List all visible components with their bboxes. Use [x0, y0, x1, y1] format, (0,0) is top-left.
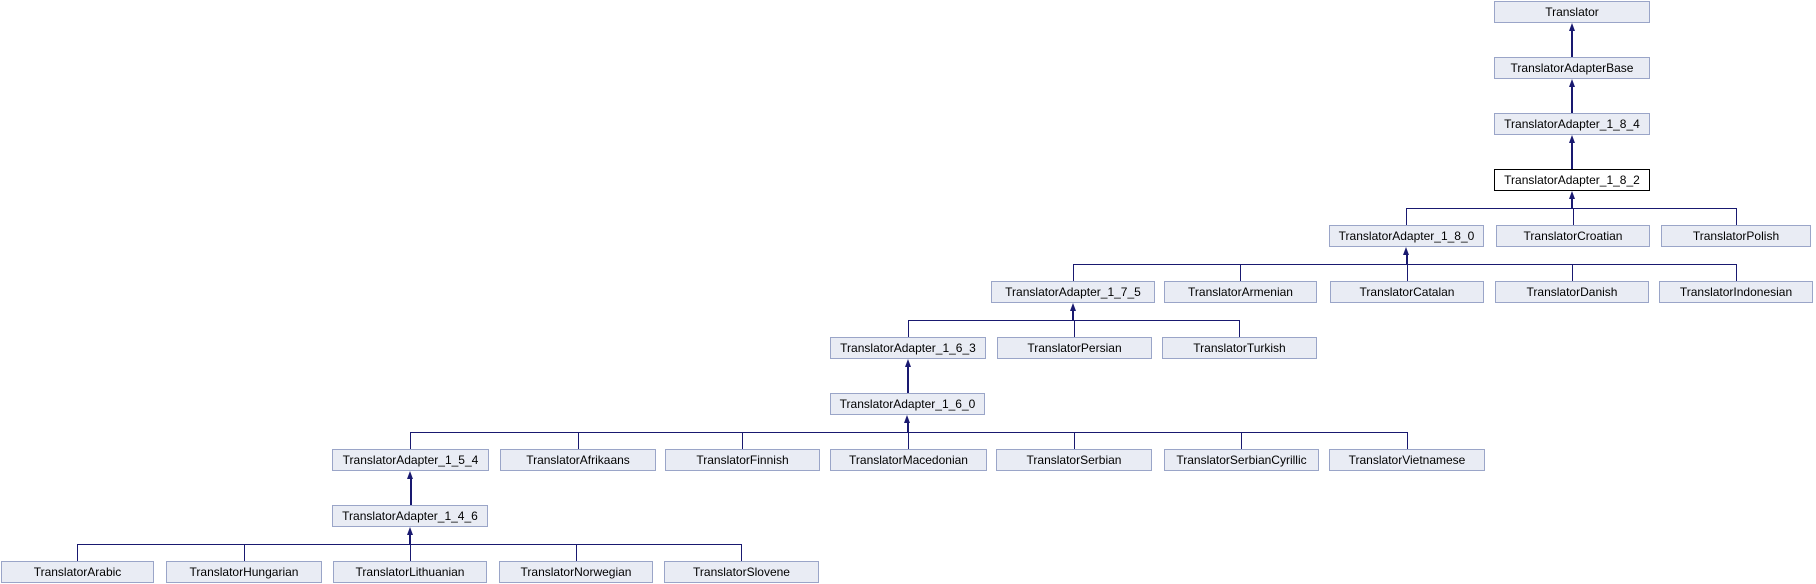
edge-line-vertical	[1073, 432, 1075, 449]
inheritance-arrowhead-icon	[1568, 191, 1575, 199]
class-node-serbiancyrillic[interactable]: TranslatorSerbianCyrillic	[1164, 449, 1319, 471]
edge-line-vertical	[1406, 264, 1408, 281]
edge-line-vertical	[907, 320, 909, 337]
class-node-armenian[interactable]: TranslatorArmenian	[1164, 281, 1317, 303]
inheritance-arrowhead-icon	[1568, 135, 1575, 143]
inheritance-arrowhead-icon	[1568, 23, 1575, 31]
inheritance-arrowhead-icon	[1568, 79, 1575, 87]
class-node-a182: TranslatorAdapter_1_8_2	[1494, 169, 1650, 191]
class-node-persian[interactable]: TranslatorPersian	[997, 337, 1152, 359]
class-node-slovene[interactable]: TranslatorSlovene	[664, 561, 819, 583]
edge-line-vertical	[1074, 320, 1075, 337]
edge-line-horizontal	[908, 320, 1240, 321]
edge-line-vertical	[577, 432, 579, 449]
edge-line-vertical	[1735, 208, 1737, 225]
edge-line-vertical	[908, 432, 909, 449]
edge-line-vertical	[1735, 264, 1737, 281]
inheritance-arrowhead-icon	[904, 415, 910, 423]
inheritance-arrowhead-icon	[407, 471, 413, 479]
edge-line-vertical	[742, 432, 743, 449]
edge-line-vertical	[409, 544, 411, 561]
class-node-finnish[interactable]: TranslatorFinnish	[665, 449, 820, 471]
class-node-a180[interactable]: TranslatorAdapter_1_8_0	[1329, 225, 1484, 247]
edge-line-vertical	[77, 544, 78, 561]
class-node-a175[interactable]: TranslatorAdapter_1_7_5	[991, 281, 1155, 303]
edge-line-vertical	[906, 422, 909, 432]
edge-line-vertical	[409, 478, 412, 505]
edge-line-vertical	[741, 544, 742, 561]
class-node-a163[interactable]: TranslatorAdapter_1_6_3	[830, 337, 986, 359]
edge-line-vertical	[1406, 208, 1407, 225]
class-node-a146[interactable]: TranslatorAdapter_1_4_6	[332, 505, 488, 527]
edge-line-vertical	[1406, 432, 1408, 449]
class-node-turkish[interactable]: TranslatorTurkish	[1162, 337, 1317, 359]
class-node-lithuanian[interactable]: TranslatorLithuanian	[333, 561, 487, 583]
edge-line-vertical	[243, 544, 245, 561]
edge-line-vertical	[1072, 264, 1074, 281]
edge-line-vertical	[1405, 254, 1408, 264]
class-node-a154[interactable]: TranslatorAdapter_1_5_4	[332, 449, 489, 471]
edge-line-vertical	[1072, 310, 1074, 320]
edge-line-vertical	[1571, 30, 1573, 57]
edge-line-vertical	[1240, 264, 1241, 281]
edge-line-vertical	[575, 544, 577, 561]
inheritance-arrowhead-icon	[904, 359, 911, 367]
class-node-danish[interactable]: TranslatorDanish	[1495, 281, 1649, 303]
class-node-polish[interactable]: TranslatorPolish	[1661, 225, 1811, 247]
edge-line-horizontal	[1073, 264, 1736, 265]
edge-line-vertical	[1572, 208, 1574, 225]
class-node-vietnamese[interactable]: TranslatorVietnamese	[1329, 449, 1485, 471]
class-node-a184[interactable]: TranslatorAdapter_1_8_4	[1494, 113, 1650, 135]
class-node-catalan[interactable]: TranslatorCatalan	[1330, 281, 1484, 303]
edge-line-vertical	[1241, 432, 1242, 449]
class-node-serbian[interactable]: TranslatorSerbian	[996, 449, 1152, 471]
edge-line-vertical	[409, 534, 411, 544]
inheritance-arrowhead-icon	[1403, 247, 1409, 255]
edge-line-vertical	[1571, 264, 1573, 281]
class-node-afrikaans[interactable]: TranslatorAfrikaans	[500, 449, 656, 471]
class-node-adapterbase[interactable]: TranslatorAdapterBase	[1494, 57, 1650, 79]
class-node-macedonian[interactable]: TranslatorMacedonian	[830, 449, 987, 471]
edge-line-vertical	[410, 432, 411, 449]
edge-line-horizontal	[1406, 208, 1736, 209]
class-node-arabic[interactable]: TranslatorArabic	[1, 561, 154, 583]
class-node-translator[interactable]: Translator	[1494, 1, 1650, 23]
class-node-indonesian[interactable]: TranslatorIndonesian	[1659, 281, 1813, 303]
class-node-hungarian[interactable]: TranslatorHungarian	[166, 561, 322, 583]
edge-line-vertical	[1571, 86, 1573, 113]
inheritance-arrowhead-icon	[406, 527, 413, 535]
inheritance-arrowhead-icon	[1069, 303, 1076, 311]
edge-line-vertical	[1571, 142, 1573, 169]
class-node-norwegian[interactable]: TranslatorNorwegian	[499, 561, 653, 583]
class-node-croatian[interactable]: TranslatorCroatian	[1496, 225, 1650, 247]
class-node-a160[interactable]: TranslatorAdapter_1_6_0	[830, 393, 985, 415]
edge-line-vertical	[1571, 198, 1573, 208]
edge-line-vertical	[907, 366, 909, 393]
edge-line-vertical	[1239, 320, 1240, 337]
